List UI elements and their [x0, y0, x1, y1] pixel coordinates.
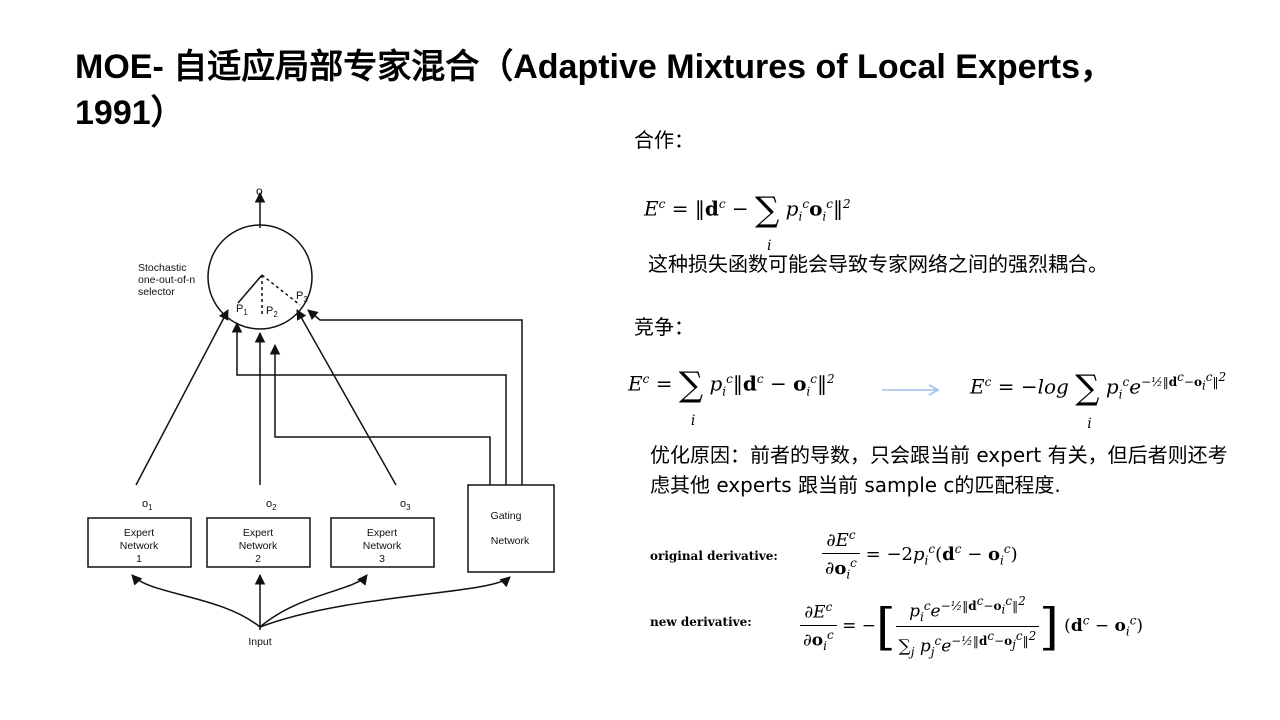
output-label: o: [256, 184, 263, 198]
title-line-1: MOE- 自适应局部专家混合（Adaptive Mixtures of Loca…: [75, 48, 1115, 86]
expert-3-line-3: 3: [379, 553, 385, 565]
cooperation-heading: 合作：: [634, 128, 694, 152]
o1-label: o1: [142, 498, 153, 512]
competition-heading: 竞争：: [634, 315, 694, 339]
cooperation-note: 这种损失函数可能会导致专家网络之间的强烈耦合。: [648, 252, 1108, 276]
new-derivative-label: new derivative:: [650, 615, 752, 629]
competition-equation-left: Ec = ∑i pic‖dc − oic‖2: [628, 365, 835, 429]
expert-1-line-2: Network: [120, 540, 159, 552]
selector-label-line-2: one-out-of-n: [138, 274, 195, 286]
p2-label: P2: [266, 305, 278, 319]
expert-3-line-1: Expert: [367, 527, 397, 539]
gating-line-1: Gating: [491, 510, 522, 522]
gating-line-2: Network: [491, 535, 530, 547]
expert-3-line-2: Network: [363, 540, 402, 552]
selector-label-line-1: Stochastic: [138, 262, 186, 274]
o3-label: o3: [400, 498, 411, 512]
expert-1-line-3: 1: [136, 553, 142, 565]
cooperation-equation: Ec = ‖dc − ∑i picoic‖2: [644, 190, 851, 254]
original-derivative-label: original derivative:: [650, 549, 778, 563]
moe-architecture-diagram: o Stochastic one-out-of-n selector P1 P2…: [87, 184, 555, 648]
expert-2-line-3: 2: [255, 553, 261, 565]
original-derivative-equation: ∂Ec∂oic = −2pic(dc − oic): [822, 528, 1018, 582]
competition-equation-right: Ec = −log ∑i pice−½‖dc−oic‖2: [970, 368, 1227, 433]
right-arrow-icon: [882, 384, 940, 396]
title-line-2: 1991）: [75, 94, 185, 132]
o2-label: o2: [266, 498, 277, 512]
p1-label: P1: [236, 303, 248, 317]
slide-title: MOE- 自适应局部专家混合（Adaptive Mixtures of Loca…: [75, 44, 1225, 136]
expert-1-line-1: Expert: [124, 527, 154, 539]
p3-label: P3: [296, 290, 308, 304]
expert-2-line-2: Network: [239, 540, 278, 552]
input-label: Input: [248, 636, 271, 648]
new-derivative-equation: ∂Ec∂oic = −[pice−½‖dc−oic‖2∑j pjce−½‖dc−…: [800, 594, 1143, 659]
optimization-reason: 优化原因：前者的导数，只会跟当前 expert 有关，但后者则还考虑其他 exp…: [650, 443, 1228, 497]
expert-2-line-1: Expert: [243, 527, 273, 539]
selector-label-line-3: selector: [138, 286, 175, 298]
